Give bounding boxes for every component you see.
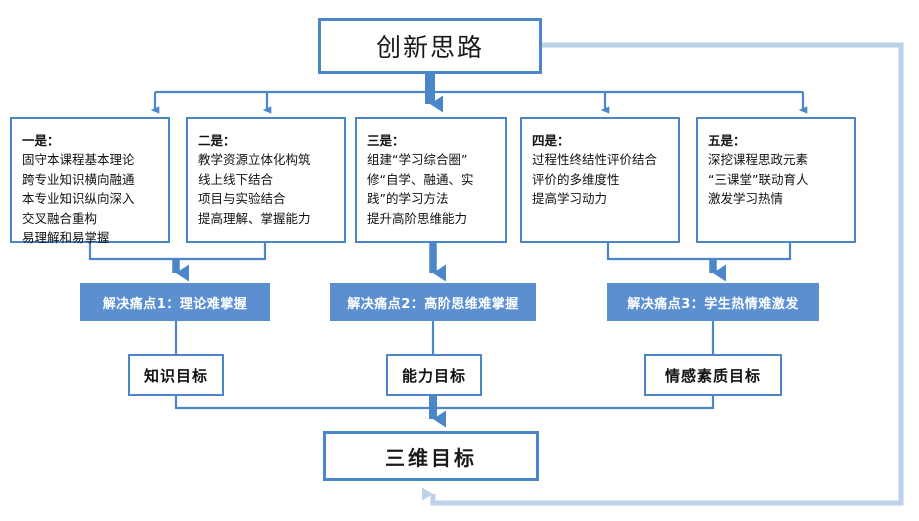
pillar-line: 深挖课程思政元素	[708, 152, 809, 168]
pain-point-bar-3[interactable]: 解决痛点3：学生热情难激发	[607, 283, 819, 321]
pillar-heading: 三是：	[367, 133, 405, 148]
title-box[interactable]: 创新思路	[318, 18, 542, 74]
final-goal-box[interactable]: 三维目标	[323, 431, 539, 481]
pillar-line: 组建“学习综合圈”	[367, 152, 468, 168]
pillar-line: “三课堂”联动育人	[708, 171, 809, 187]
final-goal-label: 三维目标	[385, 445, 477, 470]
pillar-line: 践”的学习方法	[367, 191, 449, 207]
pillar-heading: 一是：	[22, 133, 60, 148]
goal-label: 能力目标	[401, 366, 466, 385]
pillar-line: 激发学习热情	[708, 191, 784, 207]
pillar-line: 评价的多维度性	[532, 171, 620, 187]
pillar-line: 线上线下结合	[198, 171, 274, 187]
connector-goals-to-final	[174, 396, 715, 428]
pain-point-bar-2[interactable]: 解决痛点2：高阶思维难掌握	[330, 283, 536, 321]
goal-box-ability[interactable]: 能力目标	[386, 354, 482, 396]
pillar-line: 修“自学、融通、实	[367, 171, 474, 187]
connector-feedback-loop	[422, 42, 904, 506]
pillar-box-3[interactable]: 三是： 组建“学习综合圈” 修“自学、融通、实 践”的学习方法 提升高阶思维能力	[355, 117, 507, 243]
goal-label: 知识目标	[143, 366, 208, 385]
pillar-box-2[interactable]: 二是： 教学资源立体化构筑 线上线下结合 项目与实验结合 提高理解、掌握能力	[186, 117, 346, 243]
goal-box-affective[interactable]: 情感素质目标	[644, 354, 782, 396]
connector-title-to-bus	[150, 74, 808, 114]
pillar-line: 提升高阶思维能力	[367, 210, 468, 226]
pillar-heading: 二是：	[198, 133, 236, 148]
pain-point-bar-1[interactable]: 解决痛点1：理论难掌握	[80, 283, 270, 321]
pillar-line: 跨专业知识横向融通	[22, 171, 135, 187]
pillar-line: 易理解和易掌握	[22, 229, 110, 245]
pain-point-label: 解决痛点1：理论难掌握	[102, 296, 248, 312]
pillar-line: 本专业知识纵向深入	[22, 191, 135, 207]
pillar-line: 项目与实验结合	[198, 191, 286, 207]
pillar-heading: 四是：	[532, 133, 570, 148]
connector-pillars12-to-pain1	[88, 243, 267, 282]
pain-point-label: 解决痛点3：学生热情难激发	[627, 296, 799, 312]
goal-box-knowledge[interactable]: 知识目标	[128, 354, 224, 396]
pillar-line: 过程性终结性评价结合	[532, 152, 658, 168]
goal-label: 情感素质目标	[664, 366, 761, 385]
pillar-box-4[interactable]: 四是： 过程性终结性评价结合 评价的多维度性 提高学习动力	[520, 117, 680, 243]
pillar-line: 教学资源立体化构筑	[198, 152, 311, 168]
pillar-line: 固守本课程基本理论	[22, 152, 135, 168]
pillar-line: 交叉融合重构	[22, 210, 98, 226]
pillar-line: 提高学习动力	[532, 191, 608, 207]
pillar-box-1[interactable]: 一是： 固守本课程基本理论 跨专业知识横向融通 本专业知识纵向深入 交叉融合重构…	[10, 117, 170, 245]
pillar-heading: 五是：	[708, 133, 746, 148]
page-title: 创新思路	[375, 33, 484, 62]
pain-point-label: 解决痛点2：高阶思维难掌握	[347, 296, 519, 312]
connector-pillars45-to-pain3	[606, 243, 792, 282]
pillar-box-5[interactable]: 五是： 深挖课程思政元素 “三课堂”联动育人 激发学习热情	[696, 117, 856, 243]
connector-pain-to-goals	[174, 321, 715, 354]
pillar-line: 提高理解、掌握能力	[198, 210, 311, 226]
